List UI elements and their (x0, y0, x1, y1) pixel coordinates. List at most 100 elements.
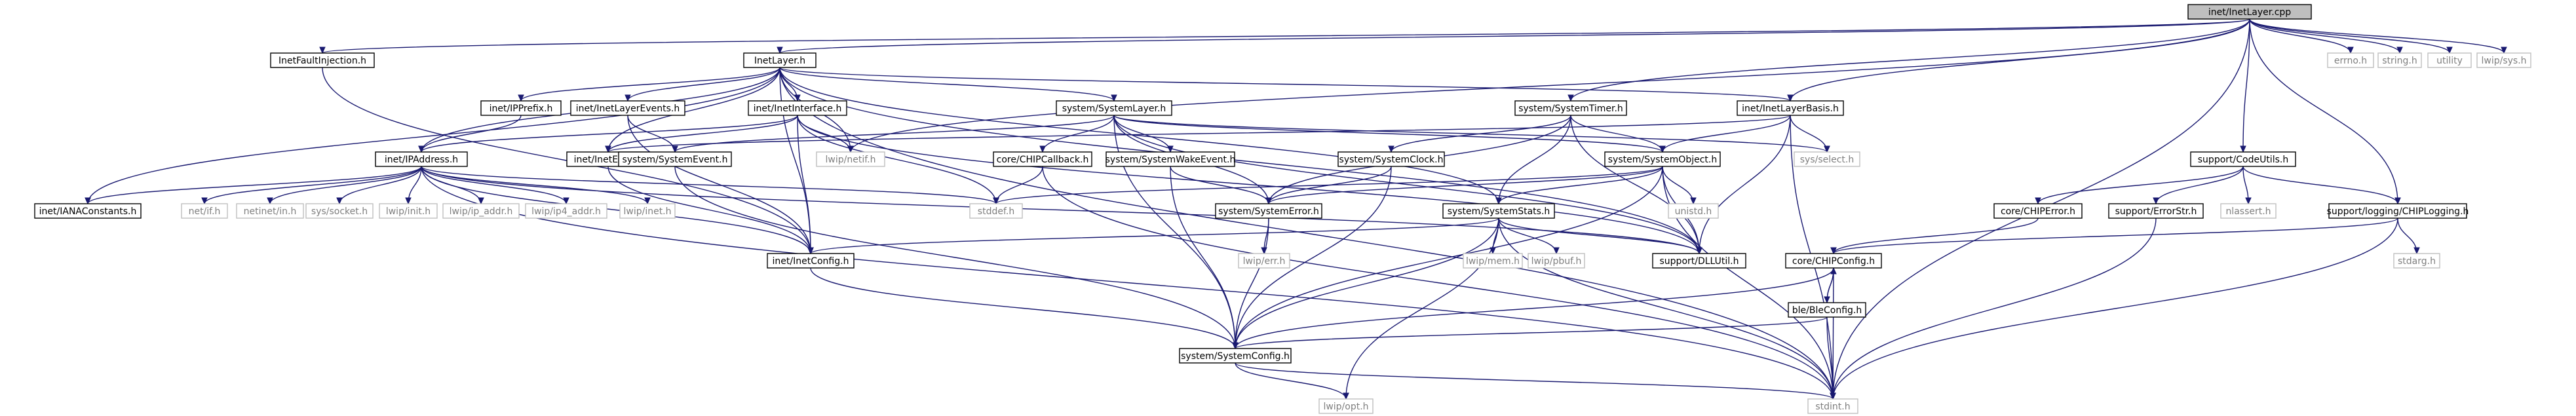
node-inetlayer-h[interactable]: InetLayer.h (743, 52, 817, 68)
edge-inet-inetconfig-h-to-system-systemconfig-h (810, 267, 1239, 350)
edge-inetlayer-h-to-system-systemlayer-h (779, 67, 1117, 102)
edge-system-systemlayer-h-to-core-chipcallback-h (1039, 115, 1115, 153)
edge-system-systemobject-h-to-system-systemconfig-h (1232, 166, 1663, 350)
edge-support-logging-chiplogging-h-to-core-chipconfig-h (1830, 217, 2398, 255)
node-system-systemerror-h[interactable]: system/SystemError.h (1215, 203, 1322, 219)
node-label: core/CHIPConfig.h (1792, 256, 1875, 267)
node-system-systemstats-h[interactable]: system/SystemStats.h (1442, 203, 1555, 219)
node-label: string.h (2382, 56, 2417, 66)
node-system-systemclock-h[interactable]: system/SystemClock.h (1337, 151, 1445, 167)
node-inet-inetlayerbasis-h[interactable]: inet/InetLayerBasis.h (1737, 100, 1844, 116)
node-netinet-in-h: netinet/in.h (236, 203, 304, 219)
node-label: lwip/init.h (386, 206, 431, 217)
node-label: errno.h (2334, 56, 2367, 66)
edge-core-chipcallback-h-to-stdint-h (1042, 166, 1836, 400)
node-ble-bleconfig-h[interactable]: ble/BleConfig.h (1788, 302, 1866, 318)
node-support-dllutil-h[interactable]: support/DLLUtil.h (1652, 253, 1746, 269)
node-inet-inetlayerevents-h[interactable]: inet/InetLayerEvents.h (570, 100, 685, 116)
edge-system-systemobject-h-to-stdint-h (1662, 166, 1836, 400)
node-inet-ianaconstants-h[interactable]: inet/IANAConstants.h (34, 203, 142, 219)
edge-system-systemconfig-h-to-stdint-h (1235, 362, 1836, 400)
node-label: system/SystemStats.h (1448, 206, 1550, 217)
edge-inet-inetlayer-cpp-to-lwip-netif-h (847, 18, 2250, 153)
node-nlassert-h: nlassert.h (2220, 203, 2277, 219)
node-inet-inetinterface-h[interactable]: inet/InetInterface.h (748, 100, 847, 116)
node-label: system/SystemTimer.h (1518, 104, 1623, 114)
node-label: sys/socket.h (311, 206, 368, 217)
node-system-systemobject-h[interactable]: system/SystemObject.h (1604, 151, 1721, 167)
arrowhead-icon (478, 197, 484, 205)
node-system-systemlayer-h[interactable]: system/SystemLayer.h (1056, 100, 1172, 116)
file-node (525, 203, 607, 219)
arrowhead-icon (1830, 392, 1836, 400)
edge-inet-inetlayer-cpp-to-inetlayer-h (777, 18, 2250, 54)
node-core-chiperror-h[interactable]: core/CHIPError.h (1993, 203, 2083, 219)
node-label: lwip/sys.h (2481, 56, 2526, 66)
arrowhead-icon (2245, 197, 2252, 205)
edge-inet-inetinterface-h-to-inet-inetconfig-h (797, 115, 814, 255)
node-inet-inetlayer-cpp[interactable]: inet/InetLayer.cpp (2187, 4, 2312, 20)
node-label: inet/InetConfig.h (773, 256, 849, 267)
arrowhead-icon (1830, 247, 1837, 255)
node-support-logging-chiplogging-h[interactable]: support/logging/CHIPLogging.h (2327, 203, 2469, 219)
edge-inet-inetlayer-cpp-to-inetfaultinjection-h (319, 18, 2250, 54)
node-label: stdarg.h (2398, 256, 2436, 267)
node-label: inet/InetLayerBasis.h (1742, 104, 1839, 114)
arrowhead-icon (2396, 47, 2403, 54)
node-inet-ipaddress-h[interactable]: inet/IPAddress.h (375, 151, 468, 167)
file-node (2220, 203, 2277, 219)
file-node (236, 203, 304, 219)
node-support-codeutils-h[interactable]: support/CodeUtils.h (2190, 151, 2296, 167)
node-core-chipcallback-h[interactable]: core/CHIPCallback.h (993, 151, 1092, 167)
edge-system-systemstats-h-to-lwip-pbuf-h (1498, 217, 1560, 255)
edge-system-systemtimer-h-to-system-systemobject-h (1570, 115, 1666, 153)
node-sys-select-h: sys/select.h (1794, 151, 1860, 167)
node-stdarg-h: stdarg.h (2393, 253, 2440, 269)
node-label: system/SystemError.h (1218, 206, 1319, 217)
node-lwip-pbuf-h: lwip/pbuf.h (1528, 253, 1585, 269)
node-core-chipconfig-h[interactable]: core/CHIPConfig.h (1785, 253, 1882, 269)
file-node (480, 100, 562, 116)
edge-support-codeutils-h-to-core-chiperror-h (2035, 166, 2244, 205)
node-lwip-ip-addr-h: lwip/ip_addr.h (442, 203, 520, 219)
edge-system-systemwakeevent-h-to-system-systemconfig-h (1170, 166, 1239, 350)
file-node (570, 100, 685, 116)
file-node (619, 203, 676, 219)
file-node (2328, 203, 2467, 219)
node-label: lwip/opt.h (1323, 402, 1368, 412)
edge-core-chipcallback-h-to-stddef-h (993, 166, 1043, 205)
node-system-systemevent-h[interactable]: system/SystemEvent.h (618, 151, 732, 167)
node-support-errorstr-h[interactable]: support/ErrorStr.h (2108, 203, 2204, 219)
node-label: inet/InetInterface.h (754, 104, 842, 114)
file-node (1807, 398, 1858, 414)
file-node (993, 151, 1092, 167)
arrowhead-icon (644, 197, 651, 205)
node-label: core/CHIPError.h (2001, 206, 2075, 217)
edge-inetlayer-h-to-stdint-h (779, 67, 1836, 400)
file-node (442, 203, 520, 219)
edge-inet-inetlayer-cpp-to-utility (2249, 18, 2453, 54)
node-label: core/CHIPCallback.h (997, 155, 1089, 165)
arrowhead-icon (1039, 145, 1046, 153)
node-inet-inetconfig-h[interactable]: inet/InetConfig.h (767, 253, 855, 269)
node-lwip-netif-h: lwip/netif.h (816, 151, 885, 167)
node-inet-ipprefix-h[interactable]: inet/IPPrefix.h (480, 100, 562, 116)
file-node (1179, 348, 1292, 364)
file-node (2327, 52, 2374, 68)
node-system-systemconfig-h[interactable]: system/SystemConfig.h (1179, 348, 1292, 364)
edge-inet-inetlayerbasis-h-to-system-systemobject-h (1659, 115, 1791, 153)
edge-inetlayer-h-to-inet-ipprefix-h (518, 67, 780, 102)
node-label: inet/IPAddress.h (385, 155, 458, 165)
node-inetfaultinjection-h[interactable]: InetFaultInjection.h (270, 52, 375, 68)
edge-support-logging-chiplogging-h-to-stdint-h (1830, 217, 2398, 400)
edge-inet-ipaddress-h-to-lwip-ip-addr-h (421, 166, 484, 205)
arrowhead-icon (993, 197, 999, 205)
file-node (1785, 253, 1882, 269)
edge-inet-inetinterface-h-to-inet-ineterror-h (605, 115, 798, 153)
node-stddef-h: stddef.h (969, 203, 1023, 219)
node-system-systemwakeevent-h[interactable]: system/SystemWakeEvent.h (1105, 151, 1236, 167)
arrowhead-icon (518, 94, 524, 102)
edge-support-codeutils-h-to-support-errorstr-h (2153, 166, 2244, 205)
node-system-systemtimer-h[interactable]: system/SystemTimer.h (1514, 100, 1627, 116)
file-node (1215, 203, 1322, 219)
